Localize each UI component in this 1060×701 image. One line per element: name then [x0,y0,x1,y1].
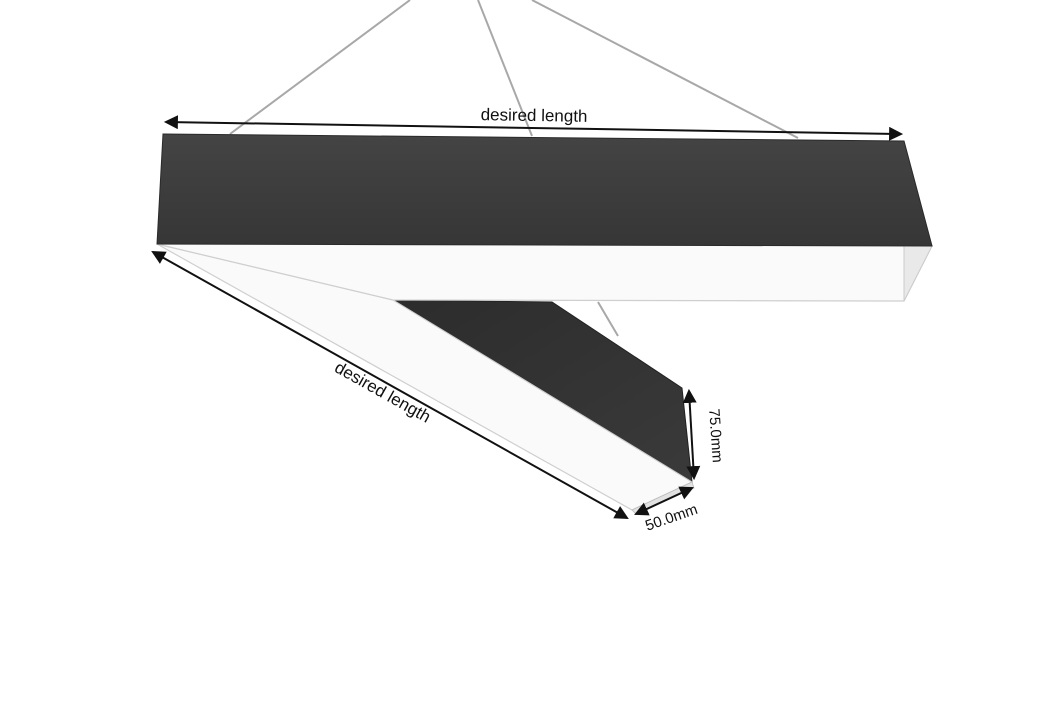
top-length-dimension: desired length [163,105,904,141]
upper-bar-top-face [156,133,933,247]
top-length-label: desired length [481,105,588,126]
cable-left [229,0,411,135]
top-length-arrow [163,115,904,141]
side-length-arrow [151,250,629,520]
height-arrow [682,388,701,481]
cable-right [531,0,799,139]
cable-lower [597,301,619,337]
width-arrow [634,486,694,516]
height-label: 75.0mm [705,408,726,463]
cable-center [477,0,533,137]
height-dimension: 75.0mm [682,388,726,481]
